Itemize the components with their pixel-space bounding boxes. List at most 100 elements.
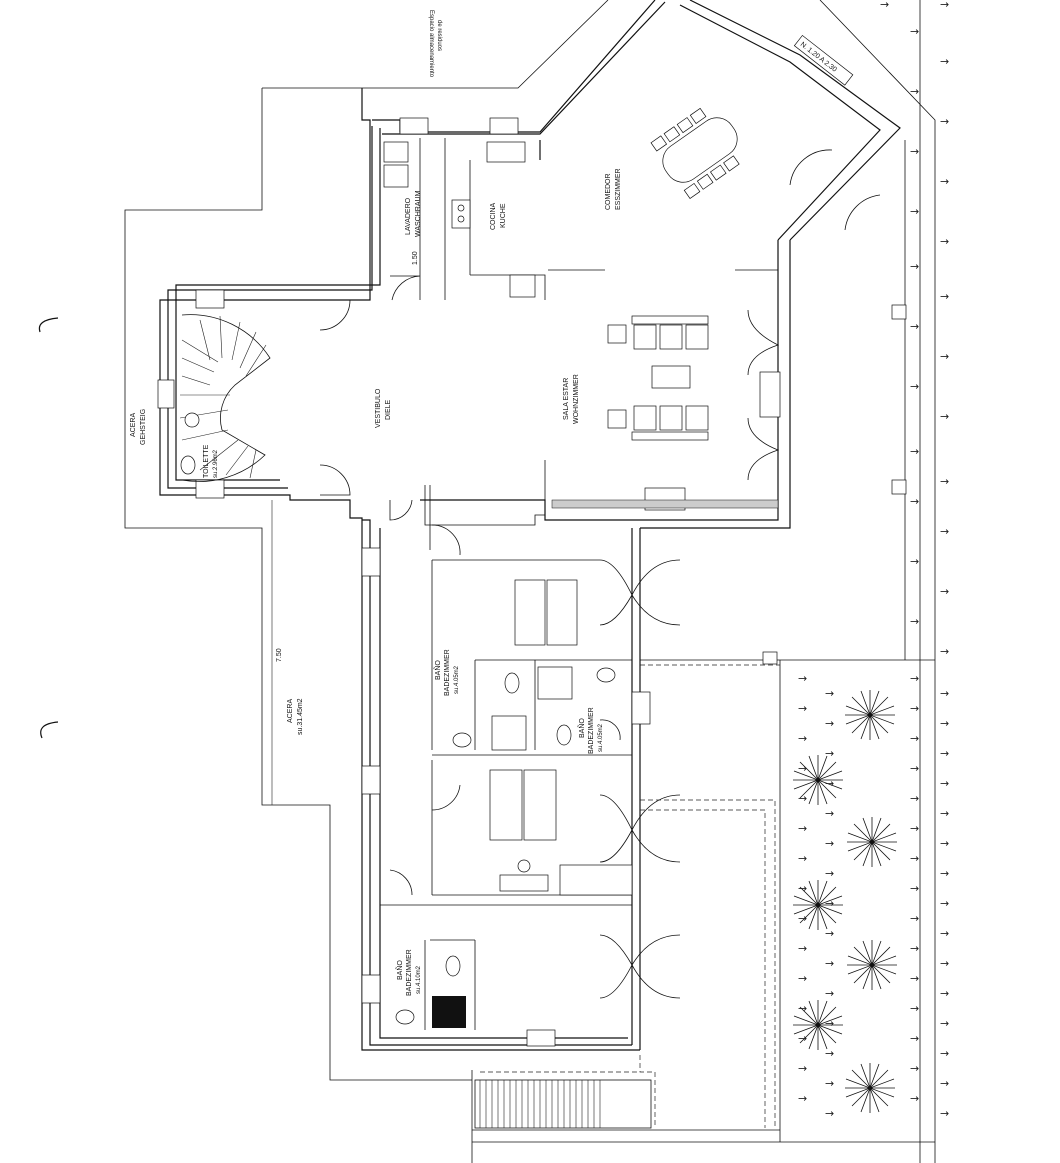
laundry-label-line1: LAVADERO — [405, 197, 412, 235]
binder-hole-top — [38, 317, 59, 333]
slope-arrow: → — [825, 837, 834, 850]
slope-arrow: → — [940, 837, 949, 850]
slope-arrow: → — [798, 672, 807, 685]
slope-arrow: → — [798, 1092, 807, 1105]
slope-arrow: → — [825, 1107, 834, 1120]
slope-arrow: → — [825, 687, 834, 700]
label-sidewalk-main: ACERA su.31.45m2 — [287, 698, 304, 735]
windows — [157, 117, 907, 1047]
slope-arrow: → — [940, 0, 949, 11]
slope-arrows: → → → → → → → → → → → → → → → → → → → → → → → → → → → → → → → → → → → → → → → →… — [798, 0, 949, 1120]
toilet-label-line1: TOILETTE — [203, 444, 210, 478]
slope-arrow: → — [910, 260, 919, 273]
slope-arrow: → — [940, 585, 949, 598]
kitchen-fixtures — [383, 141, 536, 298]
slope-arrow: → — [825, 807, 834, 820]
slope-arrow: → — [798, 732, 807, 745]
slope-arrow: → — [940, 687, 949, 700]
slope-arrow: → — [825, 1047, 834, 1060]
slope-arrow: → — [910, 792, 919, 805]
slope-arrow: → — [910, 495, 919, 508]
garden-edge — [471, 659, 936, 1163]
slope-arrow: → — [825, 897, 834, 910]
slope-arrow: → — [798, 702, 807, 715]
slope-arrow: → — [910, 972, 919, 985]
slope-arrow: → — [940, 747, 949, 760]
sidewalk-top-line1: ACERA — [130, 413, 137, 437]
label-level: N. 1.20 A 2.30 — [793, 34, 854, 86]
slope-arrow: → — [798, 972, 807, 985]
slope-arrow: → — [825, 927, 834, 940]
dining-label-line1: COMEDOR — [605, 173, 612, 210]
slope-arrow: → — [825, 777, 834, 790]
slope-arrow: → — [910, 555, 919, 568]
slope-arrow: → — [798, 1002, 807, 1015]
slope-arrow: → — [910, 732, 919, 745]
hall-label-line2: DIELE — [385, 399, 392, 420]
slope-arrow: → — [940, 290, 949, 303]
slope-arrow: → — [910, 25, 919, 38]
slope-arrow: → — [940, 807, 949, 820]
slope-arrow: → — [910, 762, 919, 775]
slope-arrow: → — [910, 445, 919, 458]
slope-arrow: → — [910, 942, 919, 955]
bath1-line1: BAÑO — [433, 660, 442, 680]
doors — [319, 149, 881, 896]
sidewalk-dimension: 7.50 — [276, 648, 283, 662]
slope-arrow: → — [910, 1002, 919, 1015]
slope-arrow: → — [940, 350, 949, 363]
bath2-line1: BAÑO — [577, 718, 586, 738]
slope-arrow: → — [825, 957, 834, 970]
living-label-line2: WOHNZIMMER — [573, 374, 580, 424]
bath2-line2: BADEZIMMER — [588, 707, 595, 754]
label-bath2: BAÑO BADEZIMMER su.4.05m2 — [577, 707, 604, 754]
slope-arrow: → — [940, 717, 949, 730]
slope-arrow: → — [940, 175, 949, 188]
slope-arrow: → — [825, 747, 834, 760]
bath3-line2: BADEZIMMER — [406, 949, 413, 996]
storage-label-line2: de residuos — [436, 20, 442, 51]
entrance-steps — [474, 1079, 652, 1129]
slope-arrow: → — [910, 912, 919, 925]
slope-arrow: → — [825, 1017, 834, 1030]
slope-arrow: → — [825, 717, 834, 730]
slope-arrow: → — [910, 702, 919, 715]
slope-arrow: → — [910, 615, 919, 628]
slope-arrow: → — [798, 882, 807, 895]
slope-arrow: → — [910, 672, 919, 685]
slope-arrow: → — [940, 235, 949, 248]
bedroom-furniture — [489, 579, 633, 896]
laundry-label-line2: WASCHRAUM — [415, 190, 422, 237]
binder-hole-bottom — [40, 721, 59, 739]
slope-arrow: → — [798, 912, 807, 925]
tree-4 — [793, 880, 843, 930]
slope-arrow: → — [940, 957, 949, 970]
living-label-line1: SALA ESTAR — [563, 378, 570, 420]
tree-1 — [845, 690, 895, 740]
slope-arrow: → — [940, 987, 949, 1000]
label-bath3: BAÑO BADEZIMMER su.4.10m2 — [395, 949, 422, 996]
slope-arrow: → — [910, 882, 919, 895]
dining-table — [650, 107, 740, 199]
slope-arrow: → — [825, 987, 834, 1000]
slope-arrow: → — [940, 115, 949, 128]
garden-trees — [793, 690, 897, 1113]
slope-arrow: → — [940, 867, 949, 880]
kitchen-label-line2: KUCHE — [500, 203, 507, 228]
slope-arrow: → — [910, 205, 919, 218]
label-storage: Espacio almacenamiento de residuos — [428, 10, 442, 78]
tree-2 — [793, 755, 843, 805]
slope-arrow: → — [940, 410, 949, 423]
bath3-line1: BAÑO — [395, 960, 404, 980]
bath1-line2: BADEZIMMER — [444, 649, 451, 696]
slope-arrow: → — [910, 145, 919, 158]
slope-arrow: → — [880, 0, 889, 11]
hall-label-line1: VESTIBULO — [375, 388, 382, 428]
label-dining: COMEDOR ESSZIMMER — [605, 168, 622, 210]
label-toilet: TOILETTE su.2.96m2 — [203, 444, 219, 478]
slope-arrow: → — [910, 380, 919, 393]
bath3-line3: su.4.10m2 — [416, 965, 422, 994]
tree-7 — [845, 1063, 895, 1113]
slope-arrow: → — [910, 852, 919, 865]
living-furniture — [551, 315, 779, 511]
